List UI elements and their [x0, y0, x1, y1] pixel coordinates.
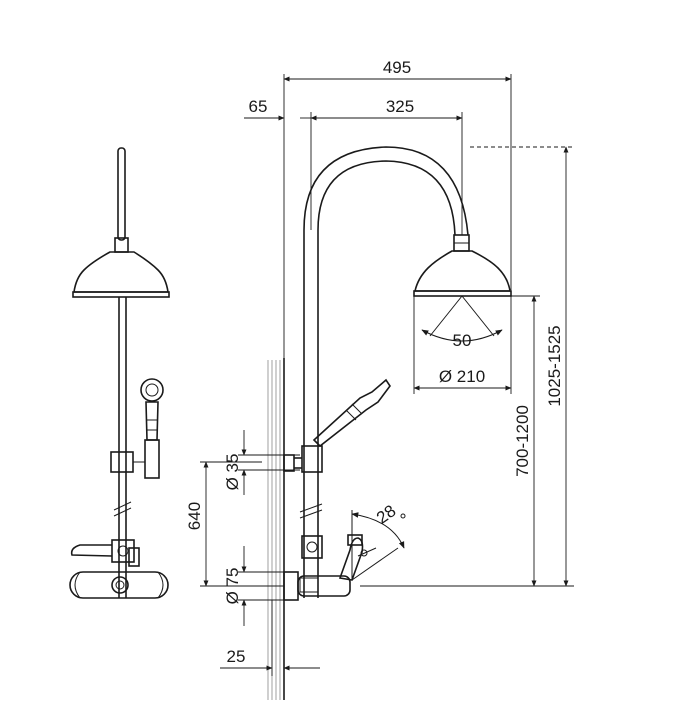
side-gooseneck-outer: [303, 146, 469, 236]
front-hand-shower-handle: [145, 401, 159, 441]
front-view: [69, 147, 170, 599]
side-rosette: [283, 571, 299, 601]
label-pipe-diameter: Ø 35: [223, 454, 242, 491]
label-angle-lever: 28: [373, 501, 399, 527]
front-mixer-center: [111, 576, 129, 594]
side-gooseneck-inner: [317, 160, 456, 236]
side-hand-shower: [312, 378, 391, 448]
side-wall-bracket: [283, 454, 295, 472]
front-lever: [128, 547, 140, 567]
side-mixer-body: [297, 575, 351, 597]
label-wall-offset: 65: [249, 97, 268, 116]
side-shower-head: [413, 250, 511, 292]
label-height-total: 1025-1525: [545, 325, 564, 406]
label-width-total: 495: [383, 58, 411, 77]
label-rosette-diameter: Ø 75: [223, 568, 242, 605]
label-angle-head: 50: [453, 331, 472, 350]
side-diverter: [301, 535, 323, 559]
side-mixer-outlet: [299, 577, 319, 593]
label-bar-height: 640: [185, 502, 204, 530]
front-top-riser: [117, 147, 126, 241]
side-slider-collar: [301, 445, 323, 473]
front-mixer-body: [69, 571, 169, 599]
label-wall-depth: 25: [227, 647, 246, 666]
side-view: [267, 146, 512, 700]
front-shower-head-rim: [72, 291, 170, 298]
front-diverter: [111, 539, 135, 563]
label-height-head: 700-1200: [513, 405, 532, 477]
dimension-lines: [200, 74, 574, 676]
dimension-labels: 495 325 65 50 Ø 210 700-1200 1025-1525 2…: [185, 58, 564, 666]
front-shower-head: [73, 251, 169, 293]
front-hand-shower-head: [140, 378, 164, 402]
label-arm-reach: 325: [386, 97, 414, 116]
side-shower-head-rim: [413, 290, 512, 297]
wall-hatching: [267, 360, 281, 700]
label-head-diameter: Ø 210: [439, 367, 485, 386]
front-slider-collar: [110, 451, 134, 473]
front-hand-shower-holder: [144, 439, 160, 479]
front-hose-outlet: [70, 544, 113, 557]
